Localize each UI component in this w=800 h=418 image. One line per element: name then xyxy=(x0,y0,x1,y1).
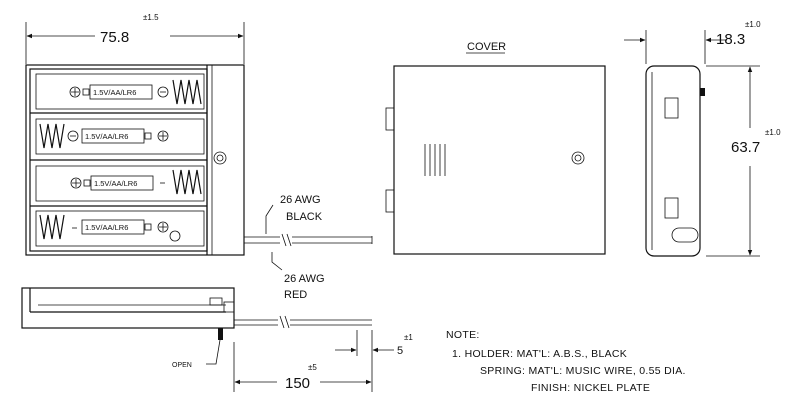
cell-2-label: 1.5V/AA/LR6 xyxy=(85,132,128,141)
cover-label: COVER xyxy=(467,41,506,53)
width-dimension: 75.8 xyxy=(100,29,129,46)
note-holder-material: 1. HOLDER: MAT'L: A.B.S., BLACK xyxy=(452,348,627,360)
wire-black-color: BLACK xyxy=(286,211,323,223)
cover-grip-ridges xyxy=(424,144,446,176)
screw-hole xyxy=(213,151,227,165)
cell-3: 1.5V/AA/LR6 xyxy=(70,169,202,195)
height-tolerance: ±1.0 xyxy=(765,128,781,137)
depth-dimension: 18.3 xyxy=(716,31,745,48)
wire-red-gauge: 26 AWG xyxy=(284,273,325,285)
wire-length-tolerance: ±5 xyxy=(308,363,317,372)
open-label: OPEN xyxy=(172,362,192,369)
cell-2: 1.5V/AA/LR6 xyxy=(39,123,169,149)
depth-tolerance: ±1.0 xyxy=(745,20,761,29)
cell-4: 1.5V/AA/LR6 xyxy=(39,214,181,242)
notes-block: NOTE: 1. HOLDER: MAT'L: A.B.S., BLACK SP… xyxy=(446,329,686,394)
strip-length-dimension: 5 xyxy=(397,345,403,357)
cover-screw-hole xyxy=(571,151,585,165)
side-view: OPEN 150 ±5 5 ±1 xyxy=(21,287,413,392)
cover-view: COVER xyxy=(385,41,606,255)
cell-1: 1.5V/AA/LR6 xyxy=(69,79,202,105)
notes-title: NOTE: xyxy=(446,329,480,341)
wire-red-color: RED xyxy=(284,289,307,301)
wire-black-gauge: 26 AWG xyxy=(280,194,321,206)
note-finish: FINISH: NICKEL PLATE xyxy=(531,382,650,394)
strip-length-tolerance: ±1 xyxy=(404,333,413,342)
height-dimension: 63.7 xyxy=(731,139,760,156)
end-view: 18.3 ±1.0 63.7 ±1.0 xyxy=(624,20,781,257)
note-spring-material: SPRING: MAT'L: MUSIC WIRE, 0.55 DIA. xyxy=(480,365,686,377)
cell-4-label: 1.5V/AA/LR6 xyxy=(85,223,128,232)
cell-3-label: 1.5V/AA/LR6 xyxy=(94,179,137,188)
width-tolerance: ±1.5 xyxy=(143,13,159,22)
cell-1-label: 1.5V/AA/LR6 xyxy=(93,88,136,97)
top-view: 75.8 ±1.5 1.5V/AA/LR6 1.5V/AA/ xyxy=(25,13,373,301)
lead-wires xyxy=(244,204,373,271)
wire-length-dimension: 150 xyxy=(285,375,310,392)
